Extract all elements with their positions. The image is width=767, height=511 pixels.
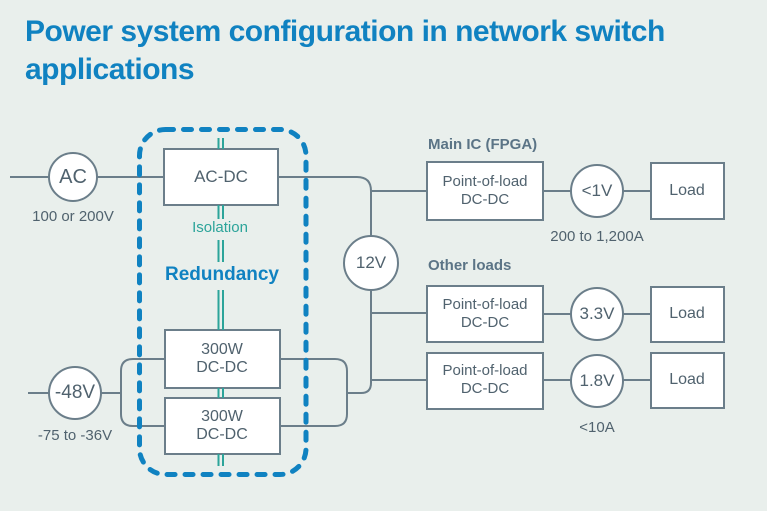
pol3-line1: Point-of-load — [442, 362, 528, 379]
ac-range-label: 100 or 200V — [32, 208, 114, 225]
dc-range-label: -75 to -36V — [37, 427, 113, 444]
page-title: Power system configuration in network sw… — [25, 15, 665, 86]
load1-box-label: Load — [669, 182, 705, 199]
box-pol-3 — [426, 352, 544, 410]
ac-source-label: AC — [59, 166, 87, 188]
box-dcdc-1 — [164, 329, 281, 389]
load2-box-label: Load — [669, 305, 705, 322]
pol1-box-label: Point-of-load DC-DC — [442, 173, 527, 209]
box-load-1 — [650, 162, 725, 220]
rail1-voltage-label: <1V — [581, 181, 613, 200]
box-load-2 — [650, 286, 725, 343]
pol2-box-label: Point-of-load DC-DC — [442, 296, 527, 332]
dcdc2-line2: DC-DC — [196, 426, 248, 443]
circle-rail2-voltage — [570, 287, 624, 341]
dcdc1-line2: DC-DC — [196, 359, 248, 376]
pol3-line2: DC-DC — [460, 380, 510, 397]
circle-12v-bus — [343, 235, 399, 291]
load3-box-label: Load — [669, 371, 705, 388]
isolation-marks — [217, 138, 224, 466]
dcdc1-line1: 300W — [201, 341, 243, 358]
dc-source-label: -48V — [54, 382, 96, 403]
box-load-3 — [650, 352, 725, 409]
box-pol-1 — [426, 161, 544, 221]
rail1-current-note: 200 to 1,200A — [550, 228, 644, 245]
pol2-line2: DC-DC — [460, 314, 510, 331]
acdc-box-label: AC-DC — [194, 167, 248, 186]
rail3-voltage-label: 1.8V — [579, 371, 615, 390]
pol3-box-label: Point-of-load DC-DC — [442, 362, 527, 398]
circle-ac-source — [48, 152, 98, 202]
circle-rail3-voltage — [570, 354, 624, 408]
dcdc2-box-label: 300W DC-DC — [196, 408, 248, 444]
box-pol-2 — [426, 285, 544, 343]
redundancy-label: Redundancy — [164, 264, 280, 285]
pol2-line1: Point-of-load — [442, 296, 528, 313]
rail3-current-note: <10A — [579, 419, 615, 436]
box-dcdc-2 — [164, 397, 281, 455]
main-ic-header: Main IC (FPGA) — [428, 136, 538, 153]
dcdc2-line1: 300W — [201, 408, 243, 425]
circle-dc-source — [48, 366, 102, 420]
wire-dcdc-merge-bracket — [280, 358, 348, 427]
dcdc1-box-label: 300W DC-DC — [196, 341, 248, 377]
other-loads-header: Other loads — [428, 257, 512, 274]
circle-rail1-voltage — [570, 164, 624, 218]
pol1-line2: DC-DC — [460, 191, 510, 208]
box-acdc — [163, 148, 279, 206]
rail2-voltage-label: 3.3V — [579, 304, 615, 323]
wire-dc-split-bracket — [120, 358, 165, 427]
bus-voltage-label: 12V — [355, 253, 387, 272]
redundancy-dashed-border — [137, 127, 309, 477]
isolation-label: Isolation — [192, 219, 248, 236]
pol1-line1: Point-of-load — [442, 173, 528, 190]
